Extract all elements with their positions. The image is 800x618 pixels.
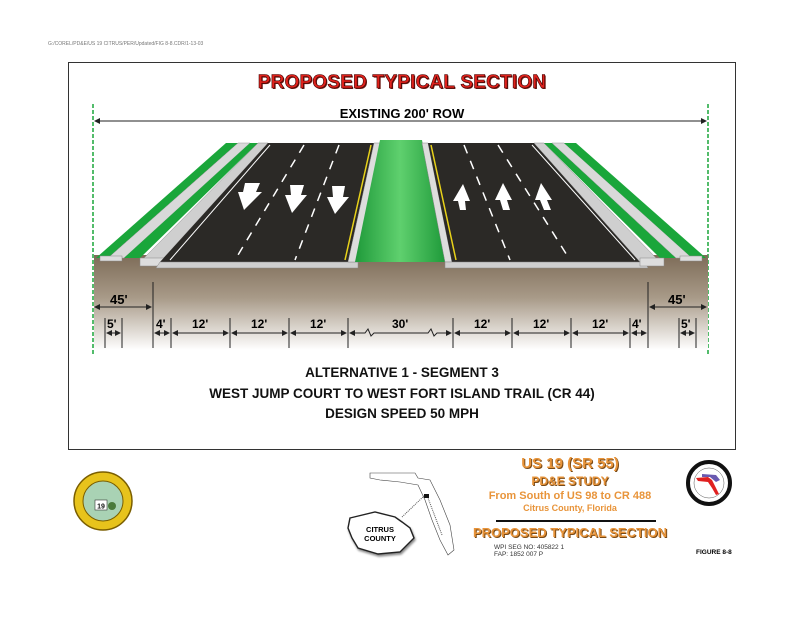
fdot-seal: [686, 460, 732, 506]
florida-location-map: CITRUS COUNTY: [347, 472, 455, 556]
seal-shield-text: 19: [97, 504, 105, 511]
tb-fap: FAP: 1852 007 P: [494, 551, 544, 558]
left-roadside: [96, 142, 269, 267]
map-label-citrus: CITRUS: [366, 525, 394, 534]
dimension-lines: [94, 304, 707, 337]
caption-design-speed: DESIGN SPEED 50 MPH: [325, 406, 479, 421]
dim-segment: 12': [592, 317, 609, 331]
southbound-lanes: [160, 143, 374, 262]
dim-segment: 12': [251, 317, 268, 331]
median: [355, 140, 445, 262]
dim-segment: 4': [156, 317, 166, 331]
row-label: EXISTING 200' ROW: [339, 106, 465, 121]
dim-left-total: 45': [110, 292, 128, 307]
northbound-lanes: [428, 143, 645, 262]
dim-segment: 4': [632, 317, 642, 331]
tb-study: PD&E STUDY: [531, 474, 609, 488]
dim-segment: 5': [107, 317, 117, 331]
drawing-frame: [68, 62, 736, 450]
dim-segment: 30': [392, 317, 409, 331]
tb-section: PROPOSED TYPICAL SECTION: [472, 525, 668, 540]
tb-wpi: WPI SEG NO: 405822 1: [494, 544, 565, 551]
tb-divider: [496, 520, 656, 522]
map-label-county: COUNTY: [364, 534, 396, 543]
southbound-arrows: [238, 183, 349, 214]
dim-segment: 12': [310, 317, 327, 331]
figure-number: FIGURE 8-8: [696, 549, 732, 556]
northbound-arrows: [453, 183, 552, 210]
tb-limits: From South of US 98 to CR 488: [488, 490, 652, 502]
tb-route: US 19 (SR 55): [521, 455, 619, 472]
drawing-title: PROPOSED TYPICAL SECTION: [257, 72, 547, 94]
dim-segment: 5': [681, 317, 691, 331]
ground: [94, 255, 708, 350]
right-roadside: [533, 142, 706, 267]
tb-county: Citrus County, Florida: [523, 503, 617, 513]
file-path: G:/COREL/PD&E/US 19 CITRUS/PER/Updated/F…: [48, 41, 204, 47]
dim-segment: 12': [474, 317, 491, 331]
dim-segment: 12': [192, 317, 209, 331]
balanced-approach-seal: 19: [73, 471, 133, 531]
dim-segment: 12': [533, 317, 550, 331]
sb-lane-lines: [234, 144, 340, 261]
dimension-ticks: [104, 282, 697, 348]
nb-lane-lines: [463, 144, 571, 261]
dim-right-total: 45': [668, 292, 686, 307]
caption-limits: WEST JUMP COURT TO WEST FORT ISLAND TRAI…: [209, 386, 595, 401]
caption-alternative: ALTERNATIVE 1 - SEGMENT 3: [305, 365, 499, 380]
